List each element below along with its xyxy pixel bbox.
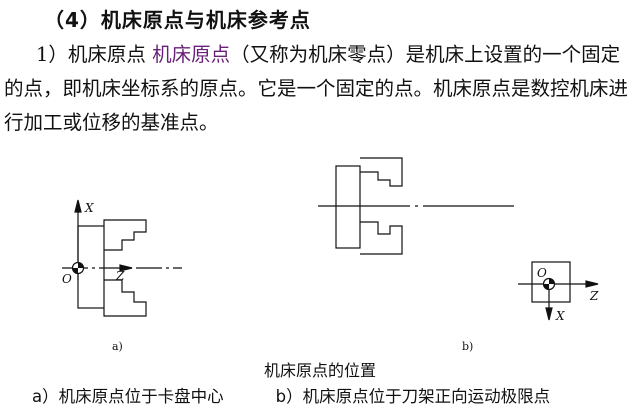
origin-symbol-a: [71, 261, 85, 275]
figure-caption: 机床原点的位置: [263, 361, 376, 380]
tool-holder-box: [531, 261, 571, 303]
axis-z-label-b: Z: [589, 289, 599, 303]
axis-x-label-a: X: [84, 201, 94, 215]
z-axis-arrow-a: [119, 264, 133, 272]
body-paragraph: 1）机床原点 机床原点（又称为机床零点）是机床上设置的一个固定的点，即机床坐标系…: [4, 38, 636, 140]
x-axis-arrow-a: [74, 199, 82, 213]
chuck-jaw-upper-a: [103, 219, 147, 251]
z-axis-arrow-b: [585, 280, 599, 288]
section-heading: （4）机床原点与机床参考点: [44, 8, 311, 32]
origin-symbol-b: [542, 277, 556, 291]
chuck-jaw-lower-b: [360, 221, 403, 255]
machine-origin-figure: X Z O O Z X: [62, 157, 599, 323]
chuck-diagram-b: [318, 157, 514, 255]
legend-item-a: a）机床原点位于卡盘中心: [32, 387, 224, 406]
highlighted-term: 机床原点: [152, 43, 231, 66]
axis-x-label-b: X: [555, 309, 565, 323]
axis-z-label-a: Z: [115, 269, 125, 283]
chuck-body-b: [335, 165, 361, 249]
subfigure-label-b: b): [462, 340, 474, 353]
subfigure-label-a: a): [112, 340, 123, 353]
chuck-diagram-a: [62, 199, 182, 317]
legend-item-b: b）机床原点位于刀架正向运动极限点: [275, 387, 551, 406]
origin-o-label-a: O: [62, 272, 72, 286]
chuck-jaw-lower-a: [103, 279, 147, 317]
x-axis-arrow-b: [545, 307, 553, 321]
paragraph-rest: （又称为机床零点）是机床上设置的一个固定的点，即机床坐标系的原点。它是一个固定的…: [4, 43, 629, 134]
chuck-jaw-upper-b: [360, 157, 403, 187]
origin-o-label-b: O: [537, 266, 547, 280]
figure-legend: a）机床原点位于卡盘中心 b）机床原点位于刀架正向运动极限点: [32, 383, 632, 407]
paragraph-lead: 1）机床原点: [36, 43, 153, 66]
